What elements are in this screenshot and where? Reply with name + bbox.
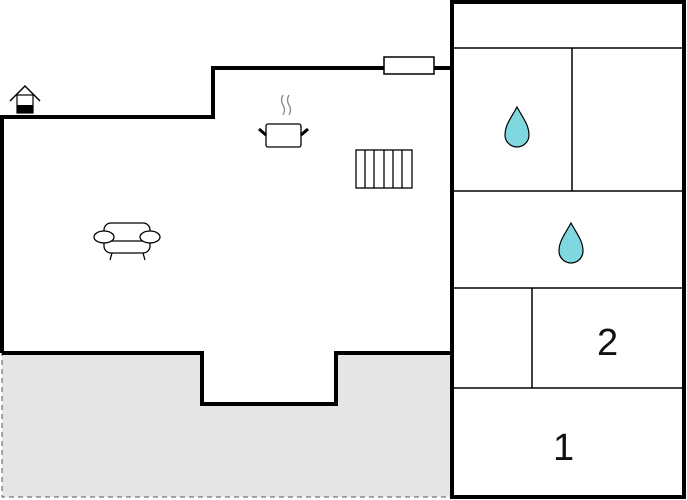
cooking-pot-icon bbox=[258, 94, 309, 148]
terrace bbox=[1, 352, 453, 498]
water-drop-icon bbox=[558, 221, 584, 264]
living-area-bottom-wall bbox=[2, 351, 452, 406]
house-entrance-icon bbox=[9, 84, 41, 114]
living-area-walls bbox=[0, 66, 452, 353]
sofa-icon bbox=[93, 222, 161, 261]
radiator-icon bbox=[355, 149, 413, 189]
water-drop-icon bbox=[504, 105, 530, 148]
room-label-2: 2 bbox=[597, 322, 618, 364]
room-label-1: 1 bbox=[553, 427, 574, 469]
window-icon bbox=[383, 56, 435, 75]
